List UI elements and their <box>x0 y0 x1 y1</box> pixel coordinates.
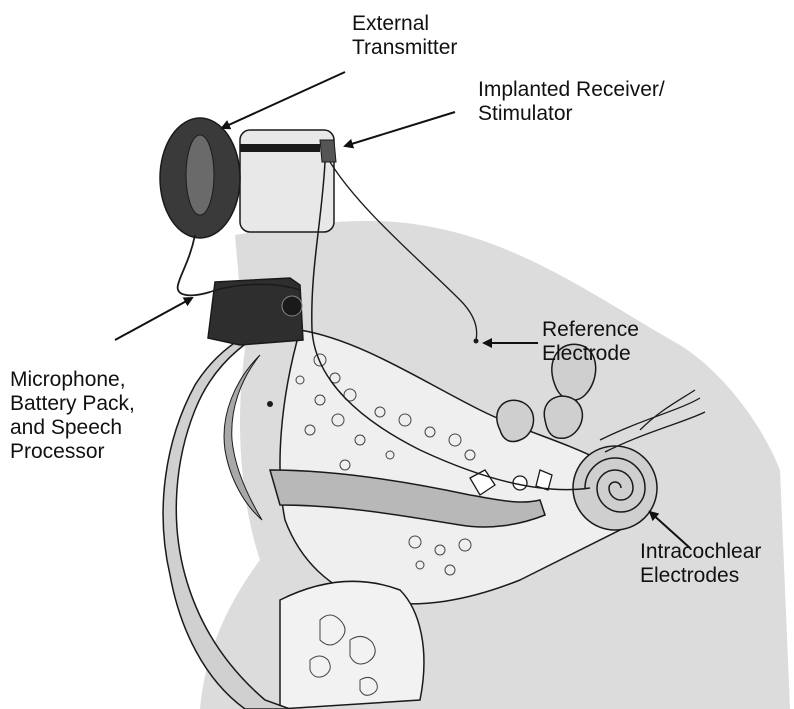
label-reference-electrode: Reference Electrode <box>542 318 639 366</box>
implant-band <box>240 144 320 152</box>
label-microphone-battery-processor: Microphone, Battery Pack, and Speech Pro… <box>10 368 135 464</box>
implant-connector <box>320 140 336 162</box>
reference-electrode-tip <box>474 339 479 344</box>
label-implanted-receiver: Implanted Receiver/ Stimulator <box>478 78 665 126</box>
label-external-transmitter: External Transmitter <box>352 12 457 60</box>
label-intracochlear-electrodes: Intracochlear Electrodes <box>640 540 761 588</box>
transmitter-cable <box>178 235 210 295</box>
arrow-microphone <box>115 298 192 340</box>
ear-dot <box>267 401 273 407</box>
transmitter-center <box>186 135 214 215</box>
arrow-transmitter <box>222 72 345 128</box>
lower-bone <box>280 581 424 709</box>
arrow-receiver <box>345 112 455 146</box>
processor-dial <box>282 296 302 316</box>
